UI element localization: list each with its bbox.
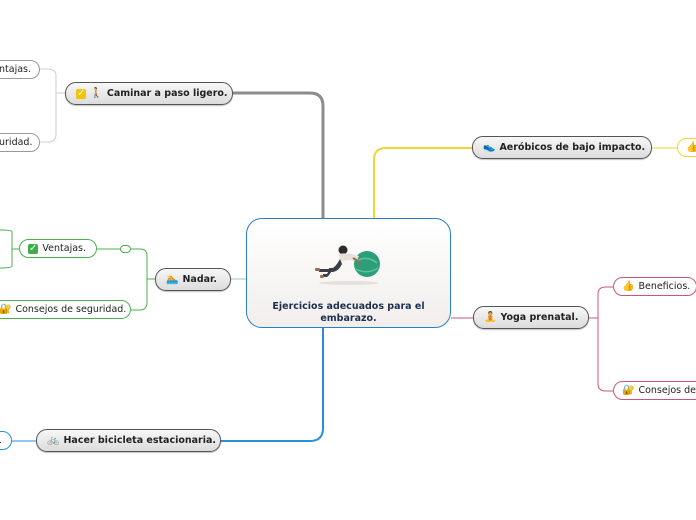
- nadar-child-ventajas[interactable]: ✓ Ventajas.: [19, 239, 97, 258]
- nadar-child-consejos[interactable]: 🔐 Consejos de seguridad.: [0, 300, 131, 319]
- thumbs-up-icon: 👍: [622, 280, 635, 292]
- connector-bicicleta: [220, 328, 324, 442]
- lock-icon: 🔐: [622, 384, 635, 396]
- yoga-child-consejos-label: Consejos de: [638, 385, 696, 396]
- branch-aerobicos-label: Aeróbicos de bajo impacto.: [499, 142, 646, 153]
- yoga-child-beneficios-label: Beneficios.: [638, 281, 691, 292]
- nadar-child-consejos-label: Consejos de seguridad.: [15, 304, 127, 315]
- caminar-child-ventajas-label: ntajas.: [0, 64, 31, 75]
- swimmer-icon: 🏊: [166, 273, 179, 285]
- caminar-child-ventajas[interactable]: ntajas.: [0, 60, 40, 79]
- check-mark-icon: ✓: [28, 242, 39, 254]
- central-topic[interactable]: Ejercicios adecuados para el embarazo.: [246, 218, 451, 328]
- branch-nadar-label: Nadar.: [182, 274, 217, 285]
- connector-aerobicos: [373, 147, 473, 219]
- person-meditating-icon: 🧘: [484, 311, 497, 323]
- branch-aerobicos[interactable]: 👟 Aeróbicos de bajo impacto.: [472, 136, 652, 159]
- branch-yoga[interactable]: 🧘 Yoga prenatal.: [473, 306, 589, 329]
- caminar-child-seguridad-label: uridad.: [0, 137, 33, 148]
- branch-nadar[interactable]: 🏊 Nadar.: [155, 268, 231, 291]
- bicycle-icon: 🚲: [47, 434, 60, 446]
- bicicleta-child-dot: .: [0, 436, 2, 446]
- branch-caminar-label: Caminar a paso ligero.: [106, 88, 228, 99]
- person-walking-icon: 🚶: [90, 87, 103, 99]
- branch-bicicleta[interactable]: 🚲 Hacer bicicleta estacionaria.: [36, 429, 221, 452]
- branch-bicicleta-label: Hacer bicicleta estacionaria.: [63, 435, 217, 446]
- connector-caminar: [232, 91, 325, 219]
- nadar-child-ventajas-label: Ventajas.: [42, 243, 86, 254]
- connector-caminar-children: [38, 68, 65, 143]
- sneaker-icon: 👟: [483, 141, 496, 153]
- yoga-child-beneficios[interactable]: 👍 Beneficios.: [613, 277, 696, 296]
- thumbs-up-icon: 👍: [686, 141, 696, 153]
- lock-icon: 🔐: [0, 303, 12, 315]
- check-box-icon: ✓: [76, 87, 87, 99]
- connector-yoga-children: [589, 286, 613, 392]
- branch-caminar[interactable]: ✓ 🚶 Caminar a paso ligero.: [65, 82, 233, 105]
- pregnant-exercise-illustration: [315, 245, 380, 285]
- caminar-child-seguridad[interactable]: uridad.: [0, 133, 40, 152]
- nadar-ventajas-collapse-toggle[interactable]: [120, 245, 131, 253]
- connector-nadar-children: [0, 229, 155, 311]
- aerobicos-child-node[interactable]: 👍: [677, 138, 696, 157]
- central-topic-title: Ejercicios adecuados para el embarazo.: [272, 301, 425, 324]
- branch-yoga-label: Yoga prenatal.: [500, 312, 579, 323]
- yoga-child-consejos[interactable]: 🔐 Consejos de: [613, 381, 696, 400]
